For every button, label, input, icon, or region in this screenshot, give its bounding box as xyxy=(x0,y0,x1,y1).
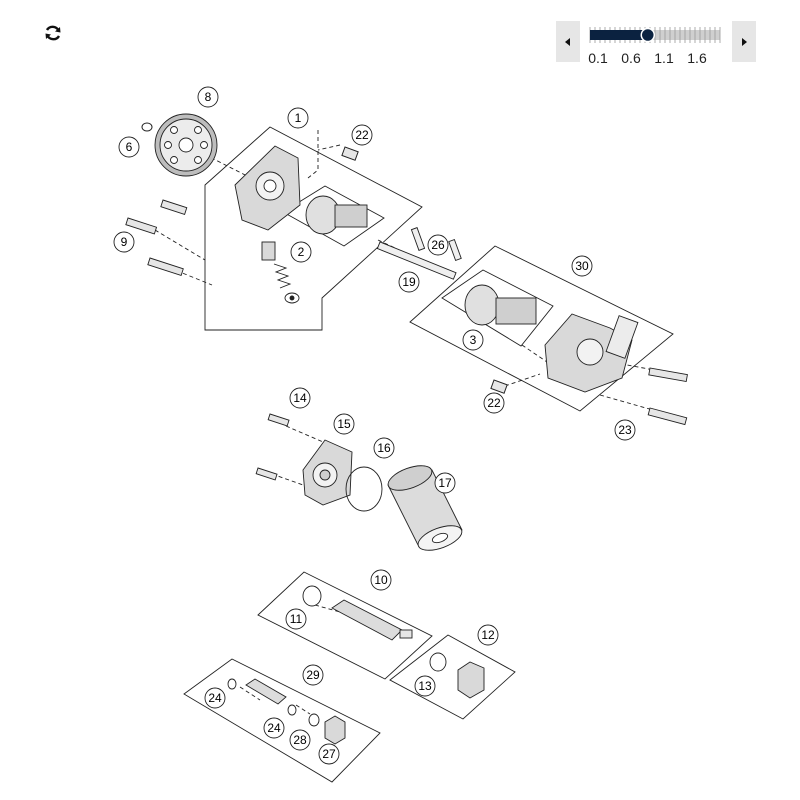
callout[interactable]: 14 xyxy=(289,387,311,409)
callout[interactable]: 22 xyxy=(483,392,505,414)
callout-label: 15 xyxy=(337,417,351,431)
callout[interactable]: 9 xyxy=(113,231,135,253)
callout-label: 6 xyxy=(126,140,133,154)
callout-label: 22 xyxy=(487,396,501,410)
group-frame-10 xyxy=(257,571,433,680)
callout[interactable]: 10 xyxy=(370,569,392,591)
callout[interactable]: 24 xyxy=(204,687,226,709)
oil-filter-part xyxy=(387,465,463,551)
callout[interactable]: 15 xyxy=(333,413,355,435)
callout[interactable]: 28 xyxy=(289,729,311,751)
callout[interactable]: 13 xyxy=(414,675,436,697)
callout[interactable]: 16 xyxy=(373,437,395,459)
callout[interactable]: 1 xyxy=(287,107,309,129)
callout-label: 23 xyxy=(618,423,632,437)
callout[interactable]: 22 xyxy=(351,124,373,146)
callout[interactable]: 17 xyxy=(434,472,456,494)
callout-label: 24 xyxy=(267,721,281,735)
callout-label: 3 xyxy=(470,333,477,347)
zoom-control: 0.1 0.6 1.1 1.6 xyxy=(556,21,756,66)
zoom-out-button[interactable] xyxy=(556,21,580,62)
callout-label: 17 xyxy=(438,476,452,490)
callout-label: 2 xyxy=(298,245,305,259)
callout[interactable]: 29 xyxy=(302,664,324,686)
group-frame-1 xyxy=(204,126,423,331)
slider-fill xyxy=(590,30,648,40)
zoom-tick-label: 1.6 xyxy=(687,50,707,66)
callout-label: 29 xyxy=(306,668,320,682)
o-ring-part xyxy=(345,466,383,512)
callout-label: 14 xyxy=(293,391,307,405)
triangle-right-icon xyxy=(742,37,747,46)
callout[interactable]: 11 xyxy=(285,608,307,630)
callout-label: 1 xyxy=(295,111,302,125)
pump-body-part xyxy=(464,284,639,393)
callout-label: 30 xyxy=(575,259,589,273)
group-frame-3 xyxy=(441,269,554,347)
callout-label: 26 xyxy=(431,238,445,252)
callout-label: 11 xyxy=(290,612,303,626)
callout-label: 24 xyxy=(208,691,222,705)
callout-label: 13 xyxy=(418,679,432,693)
callout-label: 12 xyxy=(481,628,495,642)
triangle-left-icon xyxy=(565,37,570,46)
callout[interactable]: 23 xyxy=(614,419,636,441)
callout-label: 9 xyxy=(121,235,128,249)
callout[interactable]: 30 xyxy=(571,255,593,277)
rotor-part xyxy=(305,195,368,235)
callout[interactable]: 19 xyxy=(398,271,420,293)
zoom-tick-label: 1.1 xyxy=(654,50,674,66)
zoom-tick-label: 0.1 xyxy=(588,50,608,66)
zoom-in-button[interactable] xyxy=(732,21,756,62)
callout[interactable]: 8 xyxy=(197,86,219,108)
callout-label: 28 xyxy=(293,733,307,747)
callout[interactable]: 3 xyxy=(462,329,484,351)
callout-label: 19 xyxy=(402,275,416,289)
callout[interactable]: 24 xyxy=(263,717,285,739)
zoom-slider-track xyxy=(589,27,721,43)
refresh-icon xyxy=(45,25,61,41)
callout[interactable]: 12 xyxy=(477,624,499,646)
group-frame-12 xyxy=(389,634,516,720)
callout-label: 8 xyxy=(205,90,212,104)
callout-label: 22 xyxy=(355,128,369,142)
refresh-button[interactable] xyxy=(42,22,64,44)
callout[interactable]: 26 xyxy=(427,234,449,256)
group-frame-2 xyxy=(282,185,385,247)
callout-label: 27 xyxy=(322,747,336,761)
group-frame-30 xyxy=(409,245,674,412)
callout[interactable]: 6 xyxy=(118,136,140,158)
zoom-slider[interactable]: 0.1 0.6 1.1 1.6 xyxy=(586,21,726,66)
zoom-tick-label: 0.6 xyxy=(621,50,641,66)
callout-label: 16 xyxy=(377,441,391,455)
callout[interactable]: 2 xyxy=(290,241,312,263)
callouts: 1 2 3 6 8 9 10 11 xyxy=(113,86,636,765)
pump-housing-part xyxy=(234,145,301,231)
slider-thumb xyxy=(640,27,656,43)
gear-part xyxy=(154,113,218,177)
group-frame-29 xyxy=(183,658,381,783)
callout-label: 10 xyxy=(374,573,388,587)
callout[interactable]: 27 xyxy=(318,743,340,765)
